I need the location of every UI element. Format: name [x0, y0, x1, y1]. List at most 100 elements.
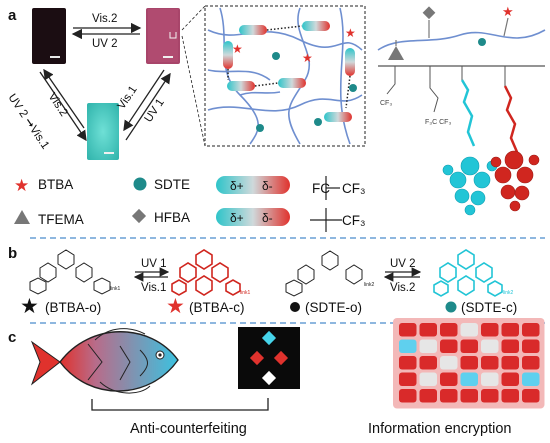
- grid-cell: [481, 323, 499, 337]
- encryption-grid: [393, 318, 545, 409]
- grid-cell: [460, 389, 478, 403]
- grid-cell: [481, 339, 499, 353]
- grid-cell: [522, 372, 540, 386]
- legend-hfba: HFBA: [154, 210, 190, 225]
- svg-text:link2: link2: [364, 282, 375, 288]
- grid-cell: [440, 356, 458, 370]
- svg-text:★: ★: [232, 42, 243, 56]
- svg-text:★: ★: [345, 26, 356, 40]
- diamond-legend-icon: [131, 208, 147, 224]
- grid-cell: [481, 356, 499, 370]
- grid-cell: [501, 372, 519, 386]
- dipole-legend-1: δ+ δ-: [216, 176, 290, 194]
- grid-cell: [501, 389, 519, 403]
- sdte-open-structure: link2: [285, 250, 375, 297]
- legend-panel-b: ★ (BTBA-o) ★ (BTBA-c) (SDTE-o) (SDTE-c): [20, 295, 517, 318]
- grid-cell: [399, 339, 417, 353]
- grid-cell: [460, 323, 478, 337]
- vial-magenta: [146, 8, 180, 64]
- teal-circle-icon: [445, 301, 457, 313]
- polymer-chain-structure: ★ CF₃ F₃C CF₃: [377, 4, 546, 216]
- panel-label-b: b: [8, 245, 17, 262]
- svg-text:(SDTE-c): (SDTE-c): [461, 300, 517, 315]
- svg-text:(BTBA-c): (BTBA-c): [189, 300, 245, 315]
- svg-text:FC: FC: [312, 181, 330, 196]
- grid-cell: [501, 356, 519, 370]
- label-uv2-top: UV 2: [92, 38, 118, 50]
- left-diagonal-arrows: Vis.2 UV 2 ➞Vis.1: [6, 68, 87, 152]
- vial-cyan: [87, 103, 119, 160]
- caption-information-encryption: Information encryption: [368, 421, 511, 437]
- grid-cell: [440, 372, 458, 386]
- svg-text:Vis.1: Vis.1: [141, 282, 166, 294]
- btba-closed-structure: link1: [171, 249, 251, 296]
- grid-cell: [522, 389, 540, 403]
- star-legend-icon: ★: [14, 176, 29, 195]
- uv1-vis1-arrows: UV 1 Vis.1: [133, 258, 170, 294]
- label-vis2-left: Vis.2: [46, 91, 70, 119]
- grid-cell: [460, 356, 478, 370]
- circle-legend-icon: [133, 177, 147, 191]
- svg-text:δ+: δ+: [230, 211, 244, 225]
- grid-cell: [522, 356, 540, 370]
- triangle-legend-icon: [14, 210, 30, 224]
- right-diagonal-arrows: Vis.1 UV 1: [116, 69, 171, 141]
- grid-cell: [440, 339, 458, 353]
- grid-cell: [481, 372, 499, 386]
- grid-cell: [481, 389, 499, 403]
- grid-cell: [501, 339, 519, 353]
- svg-text:link2: link2: [503, 290, 514, 296]
- svg-text:UV 1: UV 1: [141, 258, 167, 270]
- svg-text:Vis.2: Vis.2: [390, 282, 415, 294]
- black-star-icon: ★: [20, 295, 39, 318]
- fluoro-unit-legend: [310, 176, 342, 232]
- grid-cell: [419, 339, 437, 353]
- sdte-closed-structure: link2: [433, 249, 514, 297]
- label-vis2-top: Vis.2: [92, 13, 117, 25]
- svg-text:F₃C CF₃: F₃C CF₃: [425, 119, 451, 126]
- grid-cell: [460, 339, 478, 353]
- polymer-network-zoom: ★ ★ ★: [204, 5, 366, 147]
- svg-text:δ-: δ-: [262, 211, 273, 225]
- diamond-pattern: [238, 327, 300, 389]
- legend-panel-a: ★ BTBA SDTE TFEMA HFBA δ+ δ- δ+ δ- FC CF…: [14, 176, 366, 232]
- svg-text:δ-: δ-: [262, 179, 273, 193]
- svg-text:CF₃: CF₃: [380, 100, 392, 107]
- grid-cell: [399, 372, 417, 386]
- legend-btba: BTBA: [38, 177, 73, 192]
- svg-text:CF₃: CF₃: [342, 213, 366, 228]
- btba-open-structure: link1: [29, 249, 121, 295]
- panel-label-c: c: [8, 329, 16, 346]
- svg-text:link1: link1: [110, 286, 121, 292]
- caption-anti-counterfeiting: Anti-counterfeiting: [130, 421, 247, 437]
- grid-cell: [419, 372, 437, 386]
- grid-cell: [522, 323, 540, 337]
- svg-text:★: ★: [502, 4, 514, 19]
- grid-cell: [440, 389, 458, 403]
- grid-cell: [399, 323, 417, 337]
- svg-text:UV 2: UV 2: [390, 258, 416, 270]
- black-circle-icon: [290, 302, 300, 312]
- vial-dark: [32, 8, 66, 64]
- bracket-connector: [91, 398, 269, 411]
- grid-cell: [419, 323, 437, 337]
- svg-text:★: ★: [302, 51, 313, 65]
- uv2-vis2-arrows: UV 2 Vis.2: [383, 258, 422, 294]
- grid-cell: [399, 356, 417, 370]
- grid-cell: [522, 339, 540, 353]
- svg-text:(BTBA-o): (BTBA-o): [45, 300, 101, 315]
- label-uv2-vis1: UV 2 ➞Vis.1: [6, 92, 52, 152]
- grid-cell: [460, 372, 478, 386]
- svg-text:link1: link1: [240, 290, 251, 296]
- dipole-legend-2: δ+ δ-: [216, 208, 290, 226]
- vis2-uv2-arrows: Vis.2 UV 2: [71, 13, 142, 50]
- red-star-icon: ★: [166, 295, 185, 318]
- label-vis1-right: Vis.1: [116, 84, 140, 112]
- panel-label-a: a: [8, 7, 17, 24]
- grid-cell: [440, 323, 458, 337]
- legend-sdte: SDTE: [154, 177, 190, 192]
- grid-cell: [419, 389, 437, 403]
- legend-tfema: TFEMA: [38, 212, 84, 227]
